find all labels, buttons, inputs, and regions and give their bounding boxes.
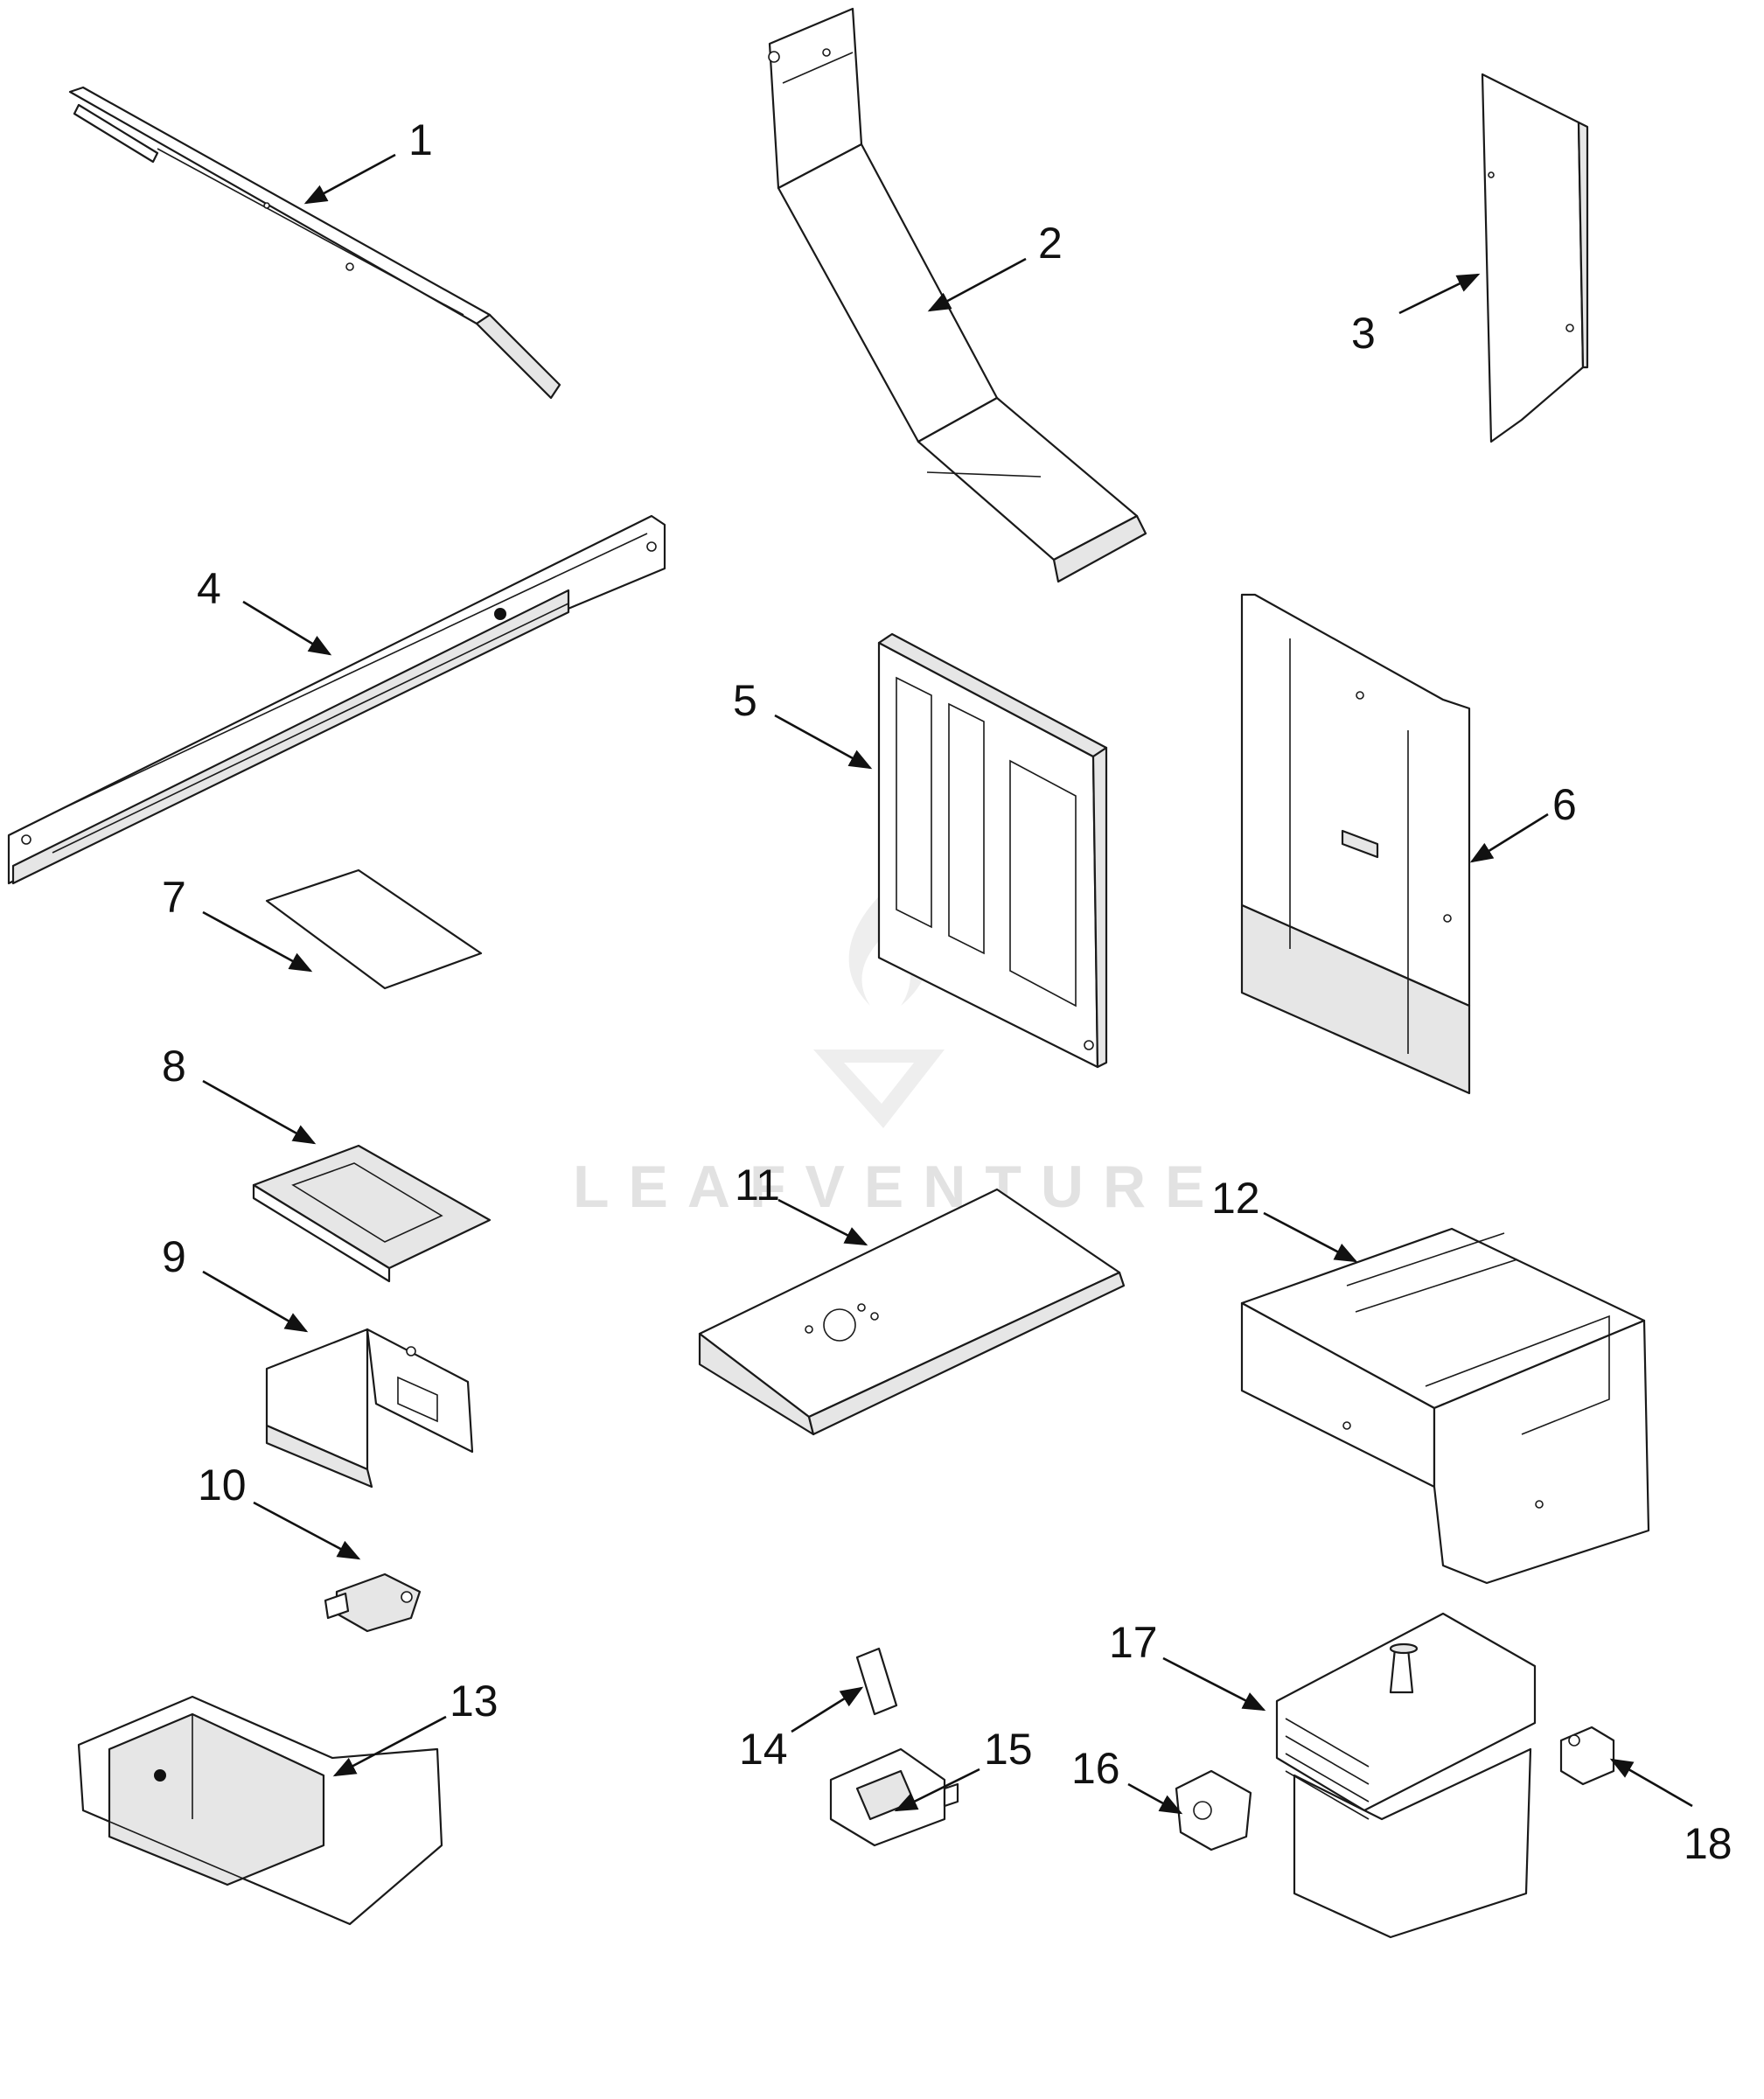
callout-13: 13 bbox=[450, 1677, 499, 1726]
part-15-switch bbox=[829, 1747, 959, 1847]
part-3-panel bbox=[1481, 73, 1589, 443]
callout-12: 12 bbox=[1211, 1174, 1260, 1223]
leader-13 bbox=[332, 1715, 447, 1777]
part-14-pin bbox=[855, 1647, 898, 1716]
part-8-tray bbox=[252, 1144, 492, 1283]
leader-7 bbox=[202, 910, 313, 973]
leader-9 bbox=[202, 1270, 309, 1333]
callout-8: 8 bbox=[162, 1042, 186, 1091]
part-6-panel bbox=[1240, 593, 1471, 1095]
leader-18 bbox=[1609, 1758, 1693, 1808]
leader-15 bbox=[894, 1768, 980, 1812]
leader-4 bbox=[242, 600, 332, 656]
leader-5 bbox=[774, 714, 873, 770]
callout-4: 4 bbox=[197, 564, 221, 613]
leader-11 bbox=[777, 1198, 868, 1246]
leader-17 bbox=[1162, 1656, 1266, 1712]
part-1-rail bbox=[68, 86, 561, 400]
leader-16 bbox=[1127, 1782, 1183, 1815]
part-17-magnetron bbox=[1275, 1612, 1537, 1939]
callout-6: 6 bbox=[1552, 780, 1577, 829]
leader-arrows bbox=[202, 153, 1693, 1815]
leader-14 bbox=[791, 1686, 864, 1733]
callout-labels: 1 2 3 4 5 6 7 8 9 10 11 12 13 14 15 16 1… bbox=[162, 115, 1733, 1868]
callout-9: 9 bbox=[162, 1232, 186, 1281]
callout-18: 18 bbox=[1684, 1819, 1733, 1868]
callout-17: 17 bbox=[1109, 1618, 1158, 1667]
callout-7: 7 bbox=[162, 873, 186, 922]
part-9-bracket bbox=[265, 1328, 474, 1489]
leader-3 bbox=[1398, 273, 1481, 315]
part-5-panel bbox=[877, 632, 1108, 1069]
callout-11: 11 bbox=[735, 1161, 780, 1210]
callout-10: 10 bbox=[198, 1461, 247, 1510]
callout-1: 1 bbox=[408, 115, 433, 164]
part-2-bracket bbox=[768, 7, 1147, 583]
callout-15: 15 bbox=[984, 1725, 1033, 1774]
part-7-sheet bbox=[265, 868, 483, 990]
part-4-frame bbox=[7, 514, 666, 885]
leader-12 bbox=[1263, 1211, 1358, 1263]
leader-10 bbox=[253, 1501, 361, 1560]
callout-5: 5 bbox=[733, 676, 757, 725]
callout-16: 16 bbox=[1071, 1744, 1120, 1793]
part-12-enclosure bbox=[1240, 1227, 1650, 1585]
part-16-clip bbox=[1175, 1769, 1252, 1851]
leader-6 bbox=[1469, 812, 1549, 863]
part-11-cover bbox=[698, 1188, 1126, 1436]
watermark-v-icon bbox=[813, 1050, 945, 1128]
part-10-connector bbox=[324, 1573, 422, 1633]
part-18-thermostat bbox=[1559, 1726, 1615, 1786]
leader-8 bbox=[202, 1079, 317, 1145]
callout-3: 3 bbox=[1351, 309, 1376, 358]
callout-14: 14 bbox=[739, 1725, 788, 1774]
part-13-housing bbox=[77, 1695, 443, 1926]
leader-2 bbox=[927, 257, 1027, 312]
watermark-text: LEAFVENTURE bbox=[573, 1154, 1224, 1220]
leader-1 bbox=[303, 153, 396, 205]
callout-2: 2 bbox=[1038, 219, 1063, 268]
watermark: LEAFVENTURE bbox=[573, 883, 1224, 1220]
